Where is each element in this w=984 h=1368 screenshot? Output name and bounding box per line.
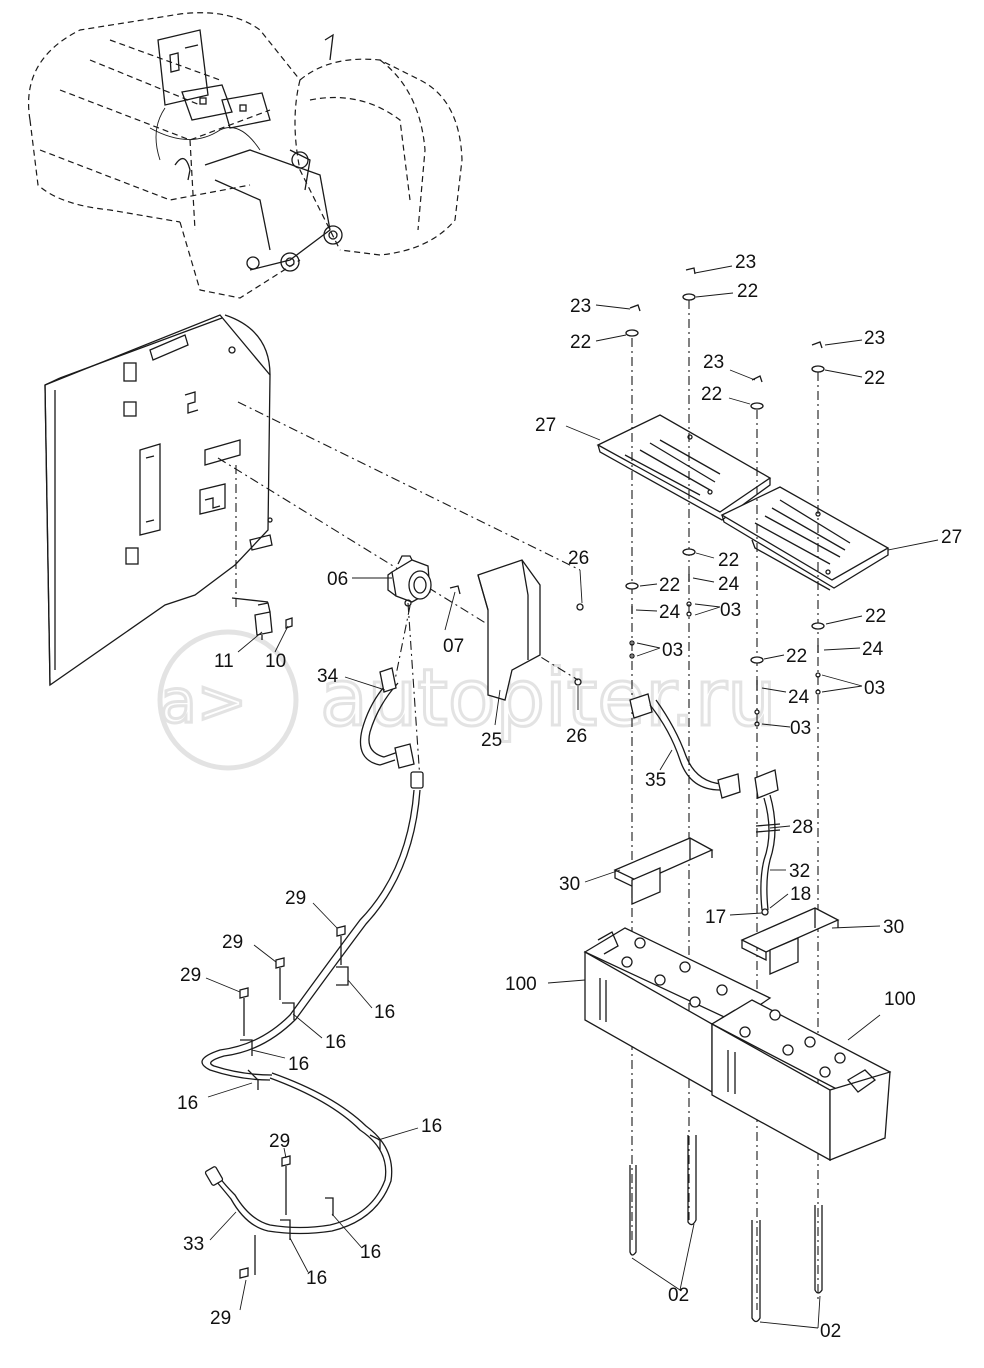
callout-16: 16 (177, 1093, 198, 1114)
callout-22: 22 (701, 384, 722, 405)
callout-24: 24 (718, 574, 740, 595)
machine-overview-drawing (28, 12, 463, 299)
callout-30: 30 (559, 874, 580, 895)
callout-29: 29 (180, 965, 201, 986)
callout-35: 35 (645, 770, 666, 791)
callout-26: 26 (568, 548, 589, 569)
callout-28: 28 (792, 817, 813, 838)
callout-100: 100 (505, 974, 537, 995)
callout-34: 34 (317, 666, 339, 687)
hold-down-30-right (740, 907, 840, 975)
callout-100: 100 (884, 989, 916, 1010)
callout-32: 32 (789, 861, 810, 882)
callout-24: 24 (659, 602, 681, 623)
callout-03: 03 (864, 678, 885, 699)
callout-22: 22 (865, 606, 886, 627)
j-bolts-02 (629, 1135, 823, 1323)
callout-02: 02 (820, 1321, 841, 1342)
callout-24: 24 (862, 639, 884, 660)
callout-33: 33 (183, 1234, 204, 1255)
callout-24: 24 (788, 687, 810, 708)
cover-plate-27-right (720, 486, 890, 591)
fasteners (625, 267, 825, 727)
callout-29: 29 (285, 888, 306, 909)
battery-100-left (583, 927, 772, 1094)
callout-27: 27 (535, 415, 556, 436)
watermark: a> autopiter.ru (157, 629, 778, 771)
bracket-25 (477, 559, 584, 701)
callout-16: 16 (421, 1116, 442, 1137)
callout-30: 30 (883, 917, 904, 938)
callout-16: 16 (360, 1242, 381, 1263)
callout-16: 16 (325, 1032, 346, 1053)
callout-06: 06 (327, 569, 348, 590)
callout-02: 02 (668, 1285, 689, 1306)
callout-16: 16 (288, 1054, 309, 1075)
callout-22: 22 (570, 332, 591, 353)
callout-03: 03 (790, 718, 811, 739)
callout-23: 23 (864, 328, 885, 349)
callout-26: 26 (566, 726, 587, 747)
callout-16: 16 (306, 1268, 327, 1289)
callout-18: 18 (790, 884, 811, 905)
callout-22: 22 (786, 646, 807, 667)
harness-upper (201, 771, 424, 1279)
battery-relay-06 (387, 555, 461, 781)
callout-23: 23 (703, 352, 724, 373)
callout-25: 25 (481, 730, 502, 751)
cable-32 (754, 769, 781, 916)
callout-22: 22 (864, 368, 885, 389)
callout-10: 10 (265, 651, 286, 672)
callout-22: 22 (737, 281, 758, 302)
callout-29: 29 (210, 1308, 231, 1329)
callout-03: 03 (662, 640, 683, 661)
mounting-panel (44, 314, 581, 687)
callout-17: 17 (705, 907, 726, 928)
battery-100-right (710, 999, 892, 1162)
relay-11 (231, 597, 293, 640)
cable-34 (359, 667, 415, 769)
watermark-text: autopiter.ru (320, 654, 777, 744)
callout-23: 23 (735, 252, 756, 273)
callout-07: 07 (443, 636, 464, 657)
hold-down-30-left (613, 837, 714, 905)
callout-23: 23 (570, 296, 591, 317)
callout-labels: 23 22 23 22 23 22 23 22 27 27 22 24 22 2… (177, 252, 962, 1342)
callout-03: 03 (720, 600, 741, 621)
leader-lines (205, 265, 939, 1329)
cover-plate-27-left (596, 414, 772, 521)
callout-11: 11 (214, 651, 234, 672)
svg-text:a>: a> (160, 667, 247, 737)
callout-27: 27 (941, 527, 962, 548)
callout-22: 22 (718, 550, 739, 571)
callout-16: 16 (374, 1002, 395, 1023)
callout-29: 29 (222, 932, 243, 953)
cable-35 (629, 693, 741, 799)
callout-22: 22 (659, 575, 680, 596)
callout-29: 29 (269, 1131, 290, 1152)
